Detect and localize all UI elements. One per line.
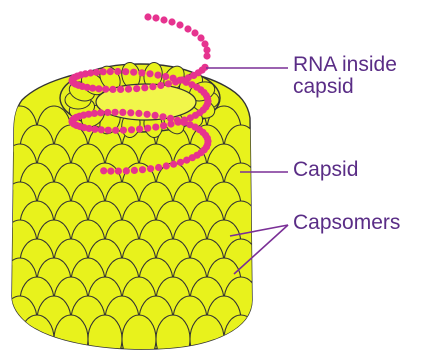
rna-bead xyxy=(117,86,124,93)
rna-bead xyxy=(133,85,140,92)
rna-bead xyxy=(160,122,167,129)
rna-bead xyxy=(170,75,177,82)
rna-bead xyxy=(131,167,138,174)
rna-bead xyxy=(144,111,151,118)
rna-bead xyxy=(176,21,183,28)
rna-bead xyxy=(154,72,161,79)
rna-bead xyxy=(183,157,190,164)
rna-bead xyxy=(144,13,151,20)
rna-bead xyxy=(152,14,159,21)
rna-bead xyxy=(107,68,114,75)
rna-bead xyxy=(147,165,154,172)
rna-bead xyxy=(191,29,198,36)
rna-bead xyxy=(119,109,126,116)
rna-bead xyxy=(135,110,142,117)
rna-bead xyxy=(100,167,107,174)
rna-bead xyxy=(97,109,104,116)
rna-bead xyxy=(165,80,172,87)
rna-bead xyxy=(144,125,151,132)
rna-bead xyxy=(138,69,145,76)
capsid-body xyxy=(3,61,258,362)
rna-bead xyxy=(174,117,181,124)
rna-bead xyxy=(125,86,132,93)
rna-bead xyxy=(109,86,116,93)
rna-bead xyxy=(176,77,183,84)
capsomer xyxy=(20,315,54,362)
capsomers-label: Capsomers xyxy=(293,212,400,234)
rna-bead xyxy=(122,68,129,75)
rna-bead xyxy=(146,70,153,77)
rna-bead xyxy=(177,159,184,166)
capsomer xyxy=(156,315,190,362)
rna-bead xyxy=(123,167,130,174)
rna-bead xyxy=(159,113,166,120)
rna-bead xyxy=(197,34,204,41)
rna-bead xyxy=(141,84,148,91)
rna-bead xyxy=(184,25,191,32)
rna-bead xyxy=(107,168,114,175)
rna-bead xyxy=(162,73,169,80)
rna-bead xyxy=(168,18,175,25)
rna-bead xyxy=(104,109,111,116)
rna-bead xyxy=(139,166,146,173)
rna-bead xyxy=(152,112,159,119)
rna-bead xyxy=(98,126,105,133)
rna-bead xyxy=(105,127,112,134)
rna-bead xyxy=(170,161,177,168)
rna-bead xyxy=(136,126,143,133)
rna-bead xyxy=(114,68,121,75)
rna-bead xyxy=(115,168,122,175)
rna-bead xyxy=(163,162,170,169)
rna-label: RNA inside capsid xyxy=(293,54,397,98)
rna-bead xyxy=(167,115,174,122)
capsomer xyxy=(190,315,224,362)
rna-bead xyxy=(112,127,119,134)
rna-bead xyxy=(130,69,137,76)
rna-bead xyxy=(91,110,98,117)
rna-bead xyxy=(149,83,156,90)
rna-bead xyxy=(157,82,164,89)
rna-bead xyxy=(100,68,107,75)
rna-bead xyxy=(102,86,109,93)
rna-bead xyxy=(127,109,134,116)
rna-bead xyxy=(95,85,102,92)
capsomer xyxy=(224,315,258,362)
rna-bead xyxy=(120,127,127,134)
rna-bead xyxy=(152,124,159,131)
capsomer-grid xyxy=(3,106,258,362)
rna-bead xyxy=(112,109,119,116)
rna-bead xyxy=(93,69,100,76)
capsid-label: Capsid xyxy=(293,159,358,181)
capsomer xyxy=(122,315,156,362)
rna-bead xyxy=(128,126,135,133)
rna-bead xyxy=(160,16,167,23)
capsomer xyxy=(88,315,122,362)
rna-bead xyxy=(155,164,162,171)
rna-bead xyxy=(203,52,210,59)
